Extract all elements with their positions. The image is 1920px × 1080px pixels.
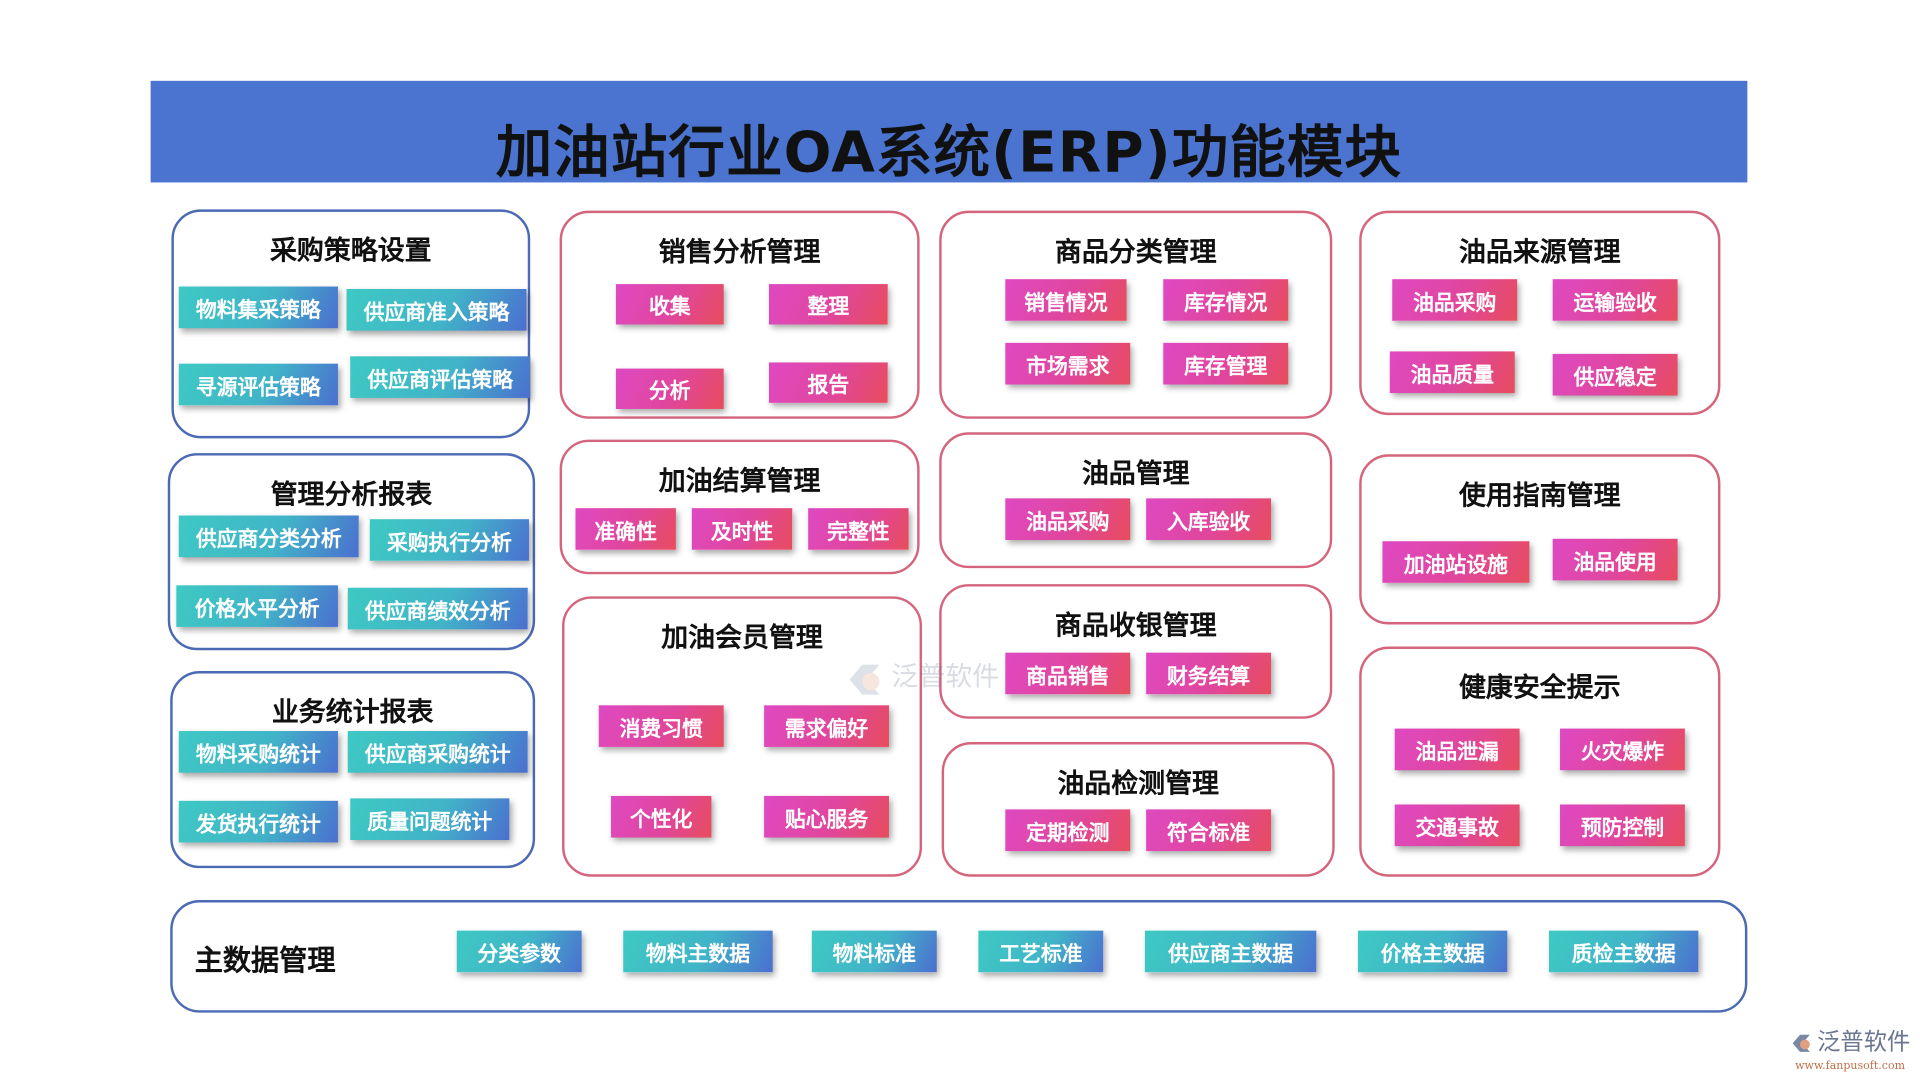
function-button[interactable]: 入库验收 [1146, 498, 1272, 541]
function-button[interactable]: 油品泄漏 [1394, 728, 1520, 771]
module-title: 业务统计报表 [271, 697, 434, 729]
module-title: 健康安全提示 [1458, 673, 1621, 705]
module-title: 管理分析报表 [270, 480, 433, 511]
master-data-button[interactable]: 分类参数 [456, 930, 582, 973]
module-title: 油品检测管理 [1057, 768, 1219, 800]
function-button[interactable]: 完整性 [808, 508, 909, 550]
function-button[interactable]: 质量问题统计 [350, 798, 510, 841]
module-title: 油品来源管理 [1458, 237, 1621, 269]
module-panel: 油品检测管理 [941, 742, 1335, 877]
function-button[interactable]: 库存管理 [1163, 342, 1289, 385]
function-button[interactable]: 价格水平分析 [176, 585, 338, 627]
page-title: 加油站行业OA系统(ERP)功能模块 [495, 118, 1403, 185]
function-button[interactable]: 供应商准入策略 [346, 288, 527, 331]
function-button[interactable]: 库存情况 [1163, 279, 1289, 321]
function-button[interactable]: 需求偏好 [764, 705, 889, 747]
function-button[interactable]: 供应稳定 [1552, 353, 1678, 396]
function-button[interactable]: 发货执行统计 [178, 800, 338, 843]
function-button[interactable]: 火灾爆炸 [1560, 728, 1685, 771]
logo-mark-icon [1792, 1034, 1810, 1052]
module-title: 加油结算管理 [658, 466, 821, 498]
module-title: 油品管理 [1081, 459, 1190, 490]
function-button[interactable]: 定期检测 [1005, 809, 1131, 852]
module-panel: 加油结算管理 [559, 439, 920, 575]
function-button[interactable]: 收集 [615, 284, 724, 325]
function-button[interactable]: 市场需求 [1005, 342, 1131, 385]
master-data-title: 主数据管理 [194, 945, 336, 978]
function-button[interactable]: 报告 [768, 362, 888, 403]
function-button[interactable]: 油品质量 [1389, 351, 1515, 394]
master-data-button[interactable]: 质检主数据 [1548, 930, 1699, 973]
function-button[interactable]: 整理 [768, 284, 888, 325]
module-title: 商品分类管理 [1054, 237, 1217, 269]
function-button[interactable]: 油品采购 [1392, 279, 1518, 321]
function-button[interactable]: 供应商采购统计 [347, 731, 528, 773]
module-panel: 商品收银管理 [939, 584, 1333, 719]
master-data-button[interactable]: 供应商主数据 [1144, 930, 1317, 973]
module-title: 商品收银管理 [1054, 611, 1217, 642]
function-button[interactable]: 供应商绩效分析 [347, 587, 528, 630]
logo-name: 泛普软件 [1817, 1028, 1911, 1056]
function-button[interactable]: 贴心服务 [764, 795, 889, 838]
logo-url: www.fanpusoft.com [1795, 1060, 1906, 1073]
function-button[interactable]: 采购执行分析 [369, 519, 529, 561]
function-button[interactable]: 销售情况 [1005, 279, 1127, 321]
function-button[interactable]: 预防控制 [1560, 804, 1685, 847]
master-data-button[interactable]: 物料主数据 [623, 930, 773, 973]
function-button[interactable]: 供应商分类分析 [178, 515, 359, 558]
function-button[interactable]: 财务结算 [1146, 652, 1272, 695]
master-data-button[interactable]: 物料标准 [811, 930, 937, 973]
watermark-text: 泛普软件 [891, 662, 1000, 694]
logo-mark-icon [849, 664, 880, 695]
function-button[interactable]: 商品销售 [1005, 652, 1131, 695]
function-button[interactable]: 准确性 [575, 508, 676, 550]
function-button[interactable]: 物料集采策略 [178, 286, 338, 329]
header-banner: 加油站行业OA系统(ERP)功能模块 [150, 80, 1748, 185]
function-button[interactable]: 个性化 [611, 795, 712, 838]
master-data-button[interactable]: 价格主数据 [1357, 930, 1508, 973]
function-button[interactable]: 供应商评估策略 [350, 356, 531, 398]
function-button[interactable]: 加油站设施 [1382, 541, 1530, 583]
function-button[interactable]: 运输验收 [1552, 279, 1678, 321]
function-button[interactable]: 物料采购统计 [178, 731, 338, 773]
module-title: 销售分析管理 [658, 237, 821, 269]
module-title: 使用指南管理 [1458, 481, 1621, 512]
function-button[interactable]: 交通事故 [1394, 804, 1520, 847]
function-button[interactable]: 油品使用 [1552, 538, 1678, 581]
function-button[interactable]: 分析 [615, 368, 724, 409]
function-button[interactable]: 及时性 [691, 508, 793, 550]
function-button[interactable]: 消费习惯 [598, 705, 724, 747]
function-button[interactable]: 寻源评估策略 [178, 363, 338, 406]
function-button[interactable]: 油品采购 [1005, 498, 1131, 541]
module-title: 加油会员管理 [661, 623, 823, 654]
master-data-button[interactable]: 工艺标准 [978, 930, 1104, 973]
module-title: 采购策略设置 [269, 236, 432, 267]
master-data-panel: 主数据管理 [170, 900, 1748, 1013]
function-button[interactable]: 符合标准 [1146, 809, 1272, 852]
module-panel: 油品管理 [939, 432, 1333, 569]
